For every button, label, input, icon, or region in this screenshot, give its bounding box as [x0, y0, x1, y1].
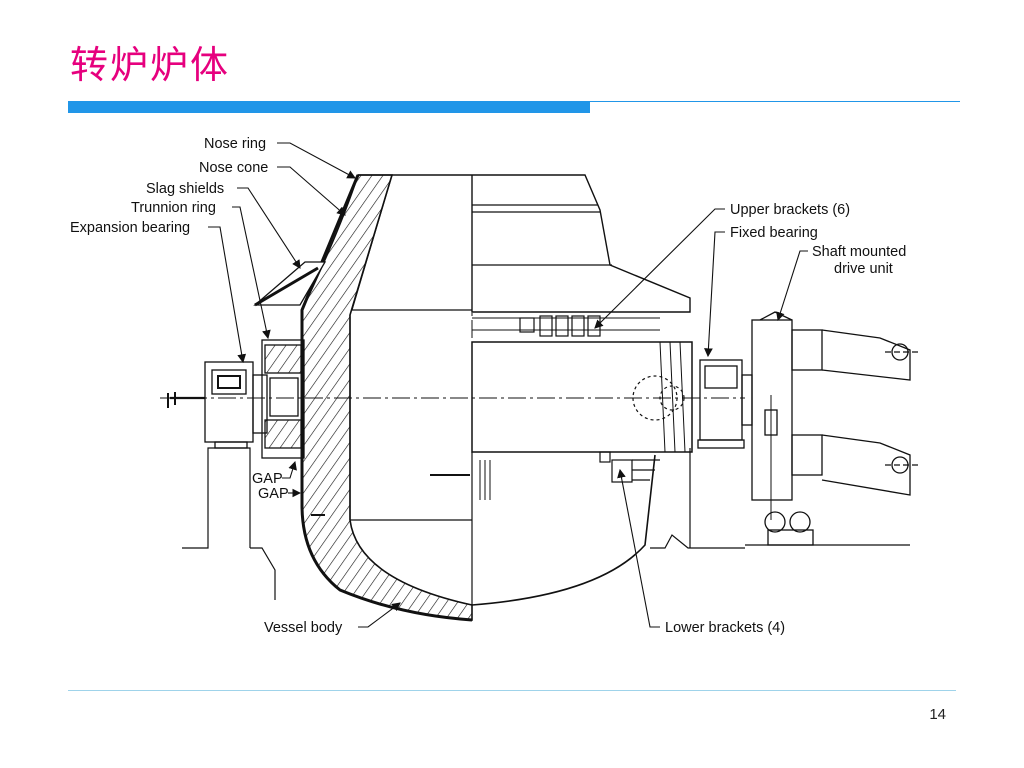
label-slag-shields: Slag shields: [146, 181, 224, 197]
label-upper-brackets: Upper brackets (6): [730, 202, 850, 218]
page-number: 14: [929, 706, 946, 723]
label-trunnion-ring: Trunnion ring: [131, 200, 216, 216]
upper-brackets: [519, 315, 601, 337]
trunnion-ring: [471, 341, 693, 453]
label-nose-ring: Nose ring: [204, 136, 266, 152]
lower-brackets: [599, 451, 660, 483]
shaft-mounted-drive-unit: [751, 311, 918, 546]
label-fixed-bearing: Fixed bearing: [730, 225, 818, 241]
nose-cone: [358, 174, 691, 313]
vessel-drawing: [160, 174, 918, 622]
label-drive-unit: drive unit: [834, 261, 893, 277]
label-vessel-body: Vessel body: [264, 620, 343, 636]
label-lower-brackets: Lower brackets (4): [665, 620, 785, 636]
footer-rule: [68, 690, 956, 691]
label-shaft-mounted: Shaft mounted: [812, 244, 906, 260]
label-gap-1: GAP: [252, 471, 283, 487]
label-gap-2: GAP: [258, 486, 289, 502]
title-accent-line: [590, 101, 960, 102]
trunnion-ring-section: [261, 339, 305, 459]
title-accent-bar: [68, 101, 590, 113]
label-expansion-bearing: Expansion bearing: [70, 220, 190, 236]
leader-lines: [208, 142, 808, 628]
fixed-bearing: [697, 359, 753, 449]
expansion-bearing: [167, 361, 268, 449]
label-nose-cone: Nose cone: [199, 160, 268, 176]
slide-title: 转炉炉体: [70, 43, 231, 87]
